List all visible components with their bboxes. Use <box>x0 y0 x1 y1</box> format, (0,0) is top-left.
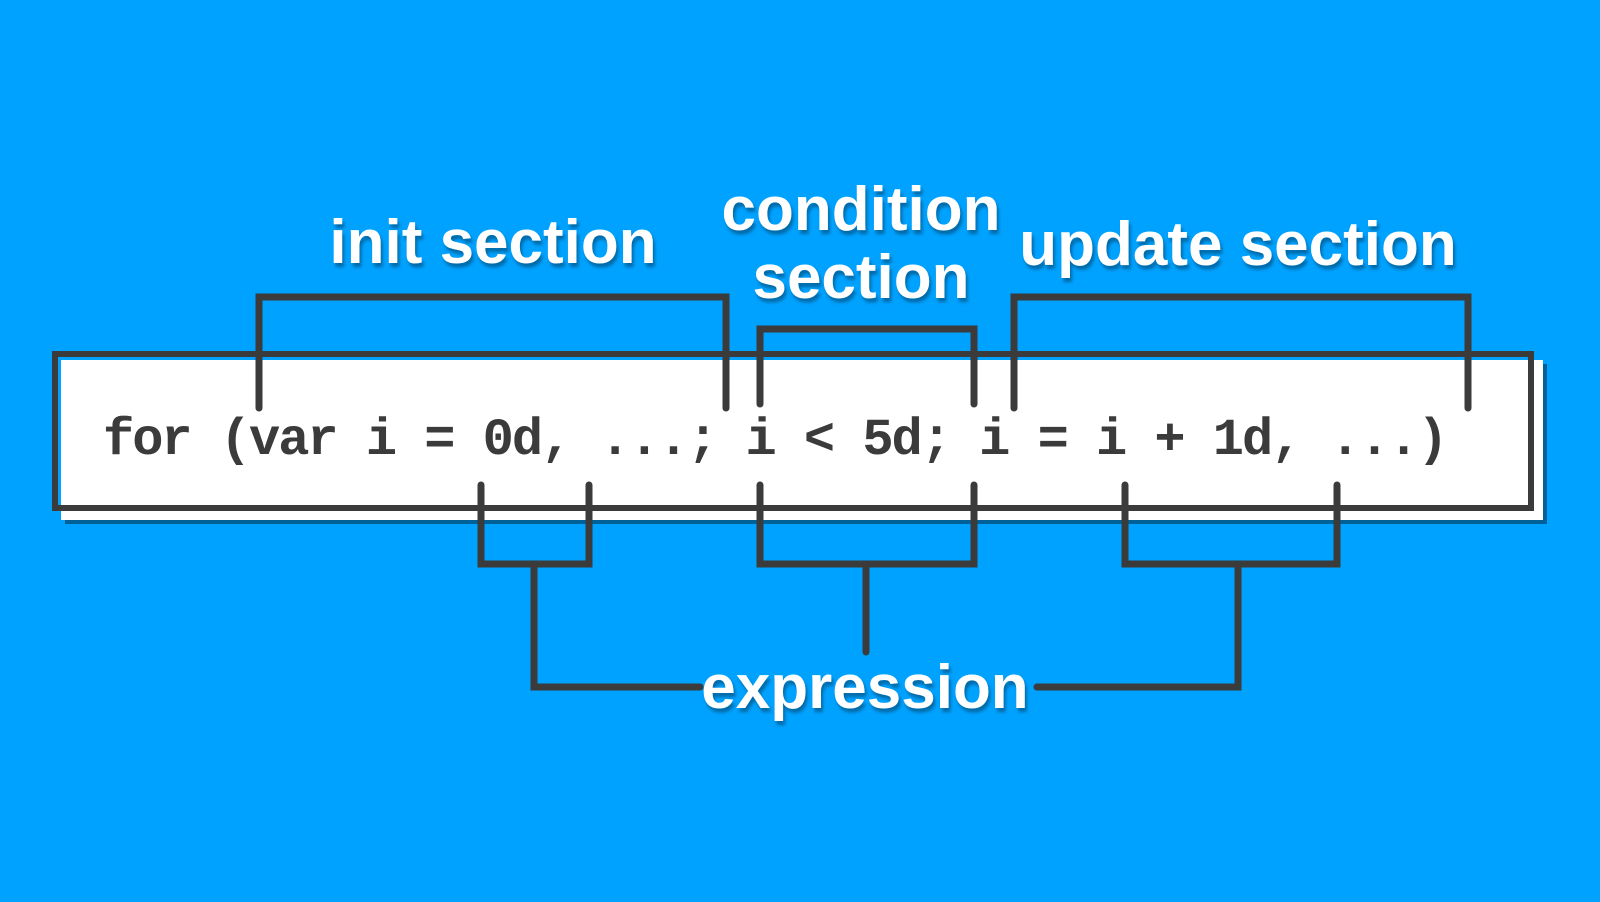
init-expression-stem <box>530 560 704 691</box>
label-condition-line2: section <box>752 243 970 312</box>
label-init-section: init section <box>329 208 657 277</box>
code-text: for (var i = 0d, ...; i < 5d; i = i + 1d… <box>103 410 1448 470</box>
label-condition-line1: condition <box>721 175 1001 244</box>
label-condition-section: condition section <box>722 176 1001 312</box>
label-expression: expression <box>701 653 1029 722</box>
label-update-section: update section <box>1019 210 1457 279</box>
update-expression-stem <box>1033 560 1242 691</box>
code-box-fill: for (var i = 0d, ...; i < 5d; i = i + 1d… <box>61 360 1543 520</box>
